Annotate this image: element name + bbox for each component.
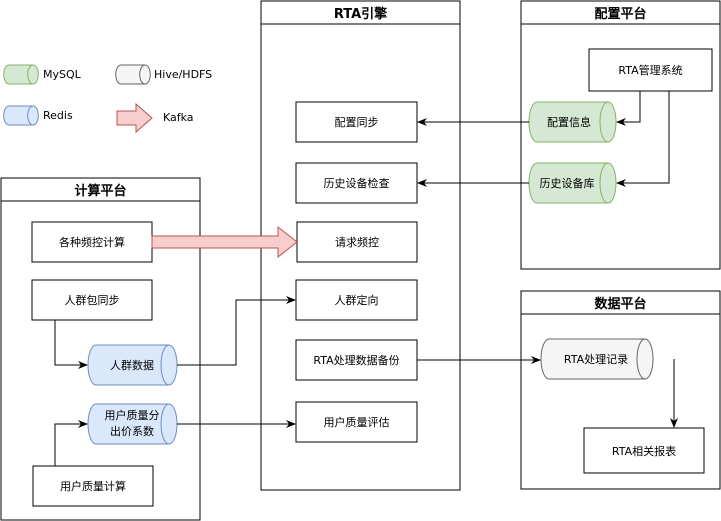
quality-eval-box bbox=[295, 401, 418, 443]
legend-kafka-label: Kafka bbox=[163, 111, 194, 124]
legend-redis: Redis bbox=[3, 105, 73, 126]
data-platform-group: 数据平台 RTA处理记录 RTA相关报表 bbox=[520, 290, 721, 490]
backup-label: RTA处理数据备份 bbox=[313, 353, 399, 367]
data-platform-title: 数据平台 bbox=[594, 296, 646, 312]
edge-crowd-sync-to-data bbox=[54, 320, 88, 369]
backup-box bbox=[295, 339, 418, 381]
rta-engine-title: RTA引擎 bbox=[334, 6, 387, 22]
hive-cylinder-icon bbox=[115, 64, 151, 85]
legend-mysql: MySQL bbox=[3, 64, 82, 85]
edge-mgmt-to-config-info bbox=[616, 91, 641, 126]
crowd-sync-box bbox=[31, 279, 153, 321]
report-label: RTA相关报表 bbox=[612, 444, 676, 458]
mysql-cylinder-icon bbox=[3, 64, 39, 85]
legend-kafka: Kafka bbox=[116, 102, 194, 134]
connectors bbox=[54, 91, 678, 466]
edge-quality-calc-to-score bbox=[54, 420, 88, 466]
crowd-data-cylinder: 人群数据 bbox=[87, 344, 178, 386]
crowd-sync-label: 人群包同步 bbox=[65, 293, 120, 307]
config-sync-label: 配置同步 bbox=[335, 116, 379, 129]
history-lib-cylinder: 历史设备库 bbox=[528, 162, 617, 204]
legend-hive-label: Hive/HDFS bbox=[154, 68, 212, 81]
quality-calc-box bbox=[32, 465, 154, 507]
legend-hive: Hive/HDFS bbox=[115, 64, 212, 85]
edge-mgmt-to-history-lib bbox=[616, 91, 670, 187]
compute-platform-title: 计算平台 bbox=[74, 183, 126, 199]
legend-mysql-label: MySQL bbox=[43, 68, 82, 81]
freq-calc-label: 各种频控计算 bbox=[59, 235, 125, 249]
request-freq-box bbox=[296, 221, 418, 263]
legend: MySQL Hive/HDFS Redis Kafka bbox=[3, 64, 212, 134]
rta-mgmt-label: RTA管理系统 bbox=[618, 63, 682, 77]
process-log-cylinder: RTA处理记录 bbox=[540, 338, 654, 380]
crowd-data-label: 人群数据 bbox=[110, 358, 154, 372]
kafka-arrow-freq-to-request bbox=[151, 225, 298, 259]
quality-score-label-line2: 出价系数 bbox=[110, 424, 154, 438]
quality-score-cylinder: 用户质量分 出价系数 bbox=[87, 403, 178, 445]
compute-platform-group: 计算平台 各种频控计算 人群包同步 人群数据 用户质量分 出价系数 用户质量计算 bbox=[0, 177, 201, 521]
config-platform-group: 配置平台 RTA管理系统 配置信息 历史设备库 bbox=[520, 0, 721, 270]
config-info-cylinder: 配置信息 bbox=[528, 101, 617, 143]
legend-redis-label: Redis bbox=[43, 109, 73, 122]
crowd-target-label: 人群定向 bbox=[335, 293, 379, 307]
kafka-arrow-icon bbox=[116, 102, 153, 134]
edge-crowd-data-to-target bbox=[177, 296, 296, 366]
redis-cylinder-icon bbox=[3, 105, 39, 126]
quality-calc-label: 用户质量计算 bbox=[60, 479, 126, 493]
report-box bbox=[583, 427, 705, 474]
history-check-label: 历史设备检查 bbox=[324, 176, 390, 190]
rta-mgmt-box bbox=[588, 48, 713, 92]
freq-calc-box bbox=[31, 221, 153, 263]
quality-eval-label: 用户质量评估 bbox=[324, 415, 390, 429]
config-platform-title: 配置平台 bbox=[594, 6, 646, 22]
request-freq-label: 请求频控 bbox=[335, 235, 379, 249]
quality-score-label-line1: 用户质量分 bbox=[105, 408, 160, 422]
crowd-target-box bbox=[295, 279, 418, 321]
process-log-label: RTA处理记录 bbox=[564, 353, 628, 366]
rta-engine-group: RTA引擎 配置同步 历史设备检查 请求频控 人群定向 RTA处理数据备份 用户… bbox=[260, 0, 461, 491]
history-lib-label: 历史设备库 bbox=[540, 176, 595, 190]
config-info-label: 配置信息 bbox=[547, 115, 591, 129]
config-sync-box bbox=[295, 101, 418, 143]
